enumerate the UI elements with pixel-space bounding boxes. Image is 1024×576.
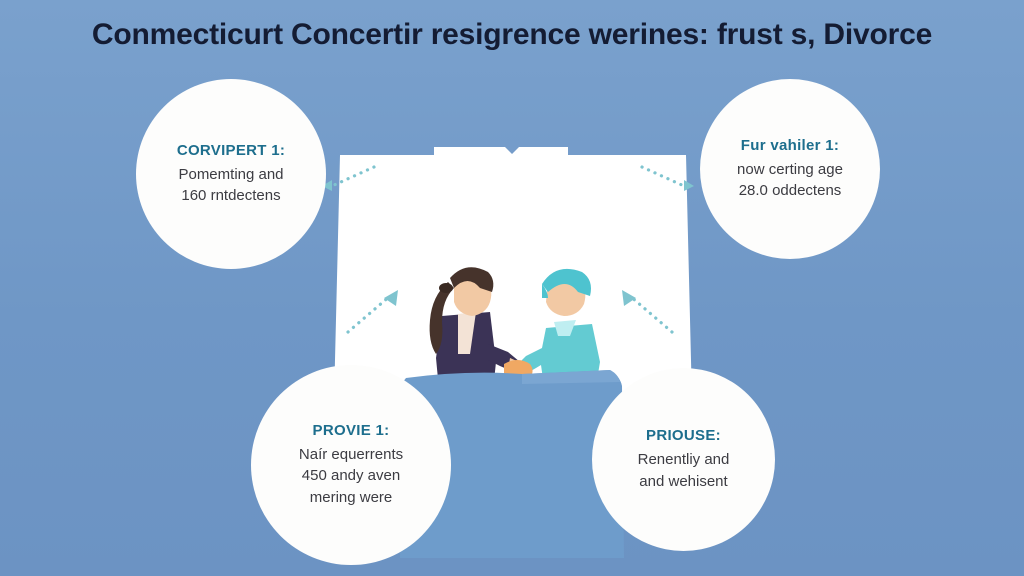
connector-arrow-top-left	[316, 165, 376, 192]
callout-line: 450 andy aven	[301, 467, 401, 485]
callout-line: and wehisent	[639, 472, 728, 490]
callout-bubble-top-right: Fur vahiler 1: now certing age 28.0 odde…	[700, 79, 880, 259]
connector-arrow-top-right	[640, 165, 700, 192]
connector-arrow-bottom-left	[346, 288, 402, 334]
callout-line: 28.0 oddectens	[738, 182, 842, 200]
callout-heading: Fur vahiler 1:	[740, 136, 840, 154]
callout-line: Pomemting and	[178, 165, 284, 183]
callout-bubble-top-left: CORVIPERT 1: Pomemting and 160 rntdecten…	[136, 79, 326, 269]
page-title: Conmecticurt Concertir resigrence werine…	[91, 18, 933, 51]
handshake-illustration	[396, 258, 636, 558]
callout-line: Naír equerrents	[298, 446, 404, 464]
document-backdrop	[330, 143, 695, 408]
callout-heading: PROVIE 1:	[312, 421, 390, 439]
callout-line: 160 rntdectens	[181, 187, 281, 205]
connector-arrow-bottom-right	[618, 288, 674, 334]
callout-bubble-bottom-right: PRIOUSE: Renentliy and and wehisent	[592, 368, 775, 551]
callout-line: mering were	[309, 488, 393, 506]
callout-heading: PRIOUSE:	[646, 427, 721, 445]
callout-line: now certing age	[737, 160, 843, 178]
callout-heading: CORVIPERT 1:	[176, 141, 286, 159]
callout-bubble-bottom-left: PROVIE 1: Naír equerrents 450 andy aven …	[251, 365, 451, 565]
callout-line: Renentliy and	[637, 451, 730, 469]
